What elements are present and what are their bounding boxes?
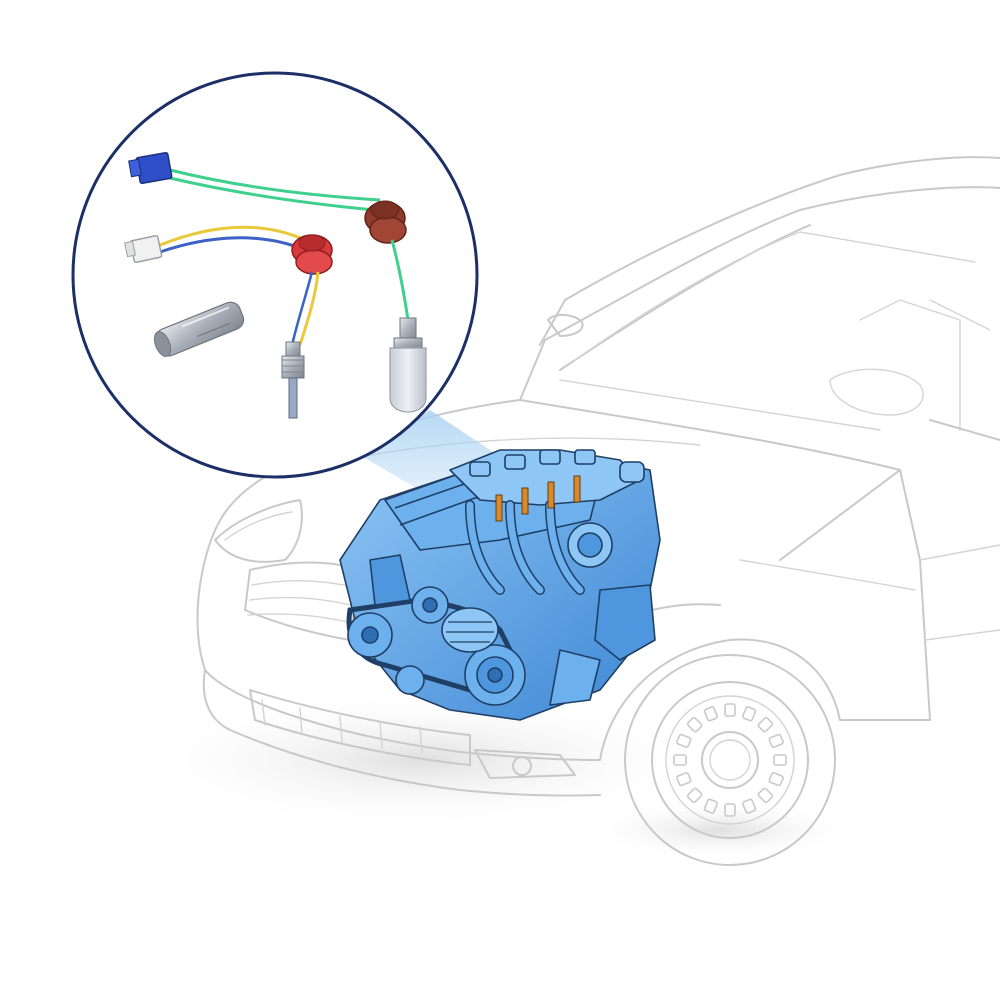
wheel-holes (673, 703, 787, 817)
wheel-hole (676, 772, 692, 787)
metal-sleeve-screen (153, 301, 245, 357)
wheel-hole (773, 754, 787, 766)
wheel-hole (724, 703, 736, 717)
wheel-hole (742, 706, 757, 722)
red-rubber-grommet (291, 234, 333, 275)
wheel-shadow (580, 800, 860, 860)
callout-inset (71, 71, 479, 479)
engine-block (339, 449, 661, 721)
wheel-hole (724, 803, 736, 817)
callout-ring (71, 71, 479, 479)
wheel-hole (673, 754, 687, 766)
wheel-hole (703, 798, 718, 814)
metal-glow-plug (281, 341, 305, 419)
wheel-hole (676, 733, 692, 748)
wheel-hole (768, 733, 784, 748)
wheel-hole (703, 706, 718, 722)
wheel-hole (742, 798, 757, 814)
wheel-hole (686, 787, 703, 804)
wheel-hole (757, 716, 774, 733)
white-connector-plug (124, 234, 163, 264)
blue-connector-plug (128, 151, 173, 185)
ceramic-glow-pin (389, 317, 427, 413)
wheel-hole (757, 787, 774, 804)
brown-rubber-grommet (364, 200, 407, 244)
wheel-hole (768, 772, 784, 787)
wheel-hole (686, 716, 703, 733)
